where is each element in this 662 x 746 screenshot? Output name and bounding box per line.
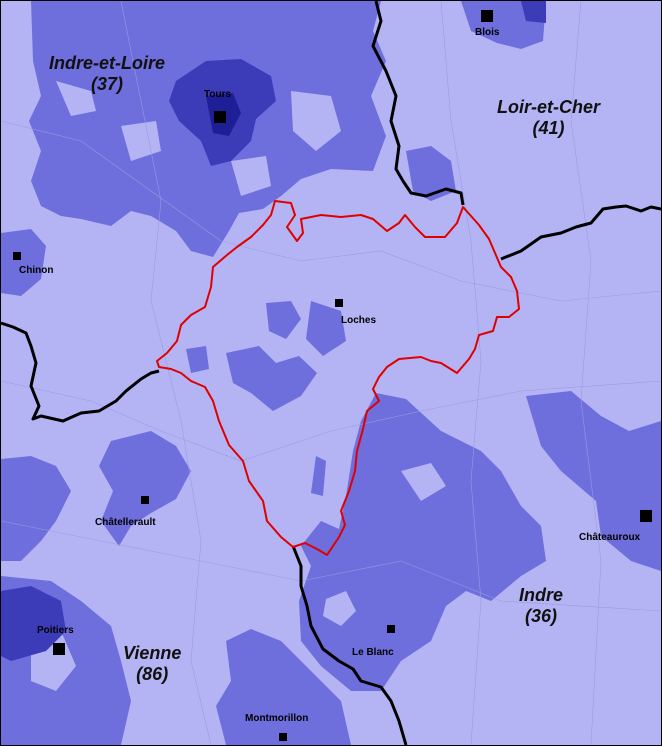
city-label-chatellerault[interactable]: Châtellerault (95, 517, 156, 528)
city-label-tours[interactable]: Tours (204, 89, 232, 100)
zone-loir-et-cher-patch (406, 146, 456, 201)
zone-poitiers-dark (1, 586, 66, 661)
zone-chatellerault-area (99, 431, 191, 546)
city-marker-loches[interactable] (335, 299, 343, 307)
city-marker-chateauroux[interactable] (640, 510, 652, 522)
hole-3 (56, 81, 96, 116)
hole-1 (291, 91, 341, 151)
dept-code: (37) (91, 74, 124, 94)
dept-label-vienne: Vienne (86) (123, 643, 181, 685)
city-label-poitiers[interactable]: Poitiers (37, 625, 74, 636)
zone-loches-patch-2 (306, 301, 346, 356)
dept-label-indre: Indre (36) (519, 585, 563, 627)
dept-code: (41) (532, 118, 565, 138)
city-label-le-blanc[interactable]: Le Blanc (352, 647, 394, 658)
zone-loches-patch-1 (266, 301, 301, 339)
city-label-loches[interactable]: Loches (341, 315, 377, 326)
border-41-36 (500, 204, 661, 261)
border-37-86 (1, 321, 160, 423)
city-marker-le-blanc[interactable] (387, 625, 395, 633)
dept-label-indre-et-loire: Indre-et-Loire (37) (49, 53, 165, 95)
dept-label-loir-et-cher: Loir-et-Cher (41) (497, 97, 600, 139)
city-marker-blois[interactable] (481, 10, 493, 22)
border-37-41 (371, 1, 465, 206)
city-label-chinon[interactable]: Chinon (19, 265, 54, 276)
zone-loches-patch-4 (186, 346, 209, 373)
zone-chateauroux-area (526, 391, 661, 571)
study-area-border (156, 200, 520, 556)
light-holes (31, 81, 446, 691)
dept-code: (36) (525, 606, 558, 626)
city-marker-chatellerault[interactable] (141, 496, 149, 504)
zone-blois-dark (521, 1, 546, 23)
dept-name: Vienne (123, 643, 182, 663)
zone-montmorillon-area (216, 629, 351, 745)
zone-le-blanc-area (299, 393, 546, 691)
zone-loches-patch-5 (311, 456, 326, 496)
city-label-blois[interactable]: Blois (475, 27, 500, 38)
dept-name: Indre (519, 585, 564, 605)
border-86-36 (291, 545, 408, 745)
city-marker-poitiers[interactable] (53, 643, 65, 655)
dept-name: Loir-et-Cher (497, 97, 600, 117)
city-label-montmorillon[interactable]: Montmorillon (245, 713, 309, 724)
city-label-chateauroux[interactable]: Châteauroux (579, 532, 641, 543)
zone-chinon-area (1, 229, 46, 296)
zone-loches-patch-3 (226, 346, 317, 411)
city-marker-montmorillon[interactable] (279, 733, 287, 741)
dept-code: (86) (136, 664, 169, 684)
zone-west-edge (1, 456, 71, 561)
dept-name: Indre-et-Loire (49, 53, 166, 73)
city-marker-tours[interactable] (214, 111, 226, 123)
city-marker-chinon[interactable] (13, 252, 21, 260)
hole-5 (323, 591, 356, 626)
hole-4 (231, 156, 271, 196)
hole-7 (401, 463, 446, 501)
